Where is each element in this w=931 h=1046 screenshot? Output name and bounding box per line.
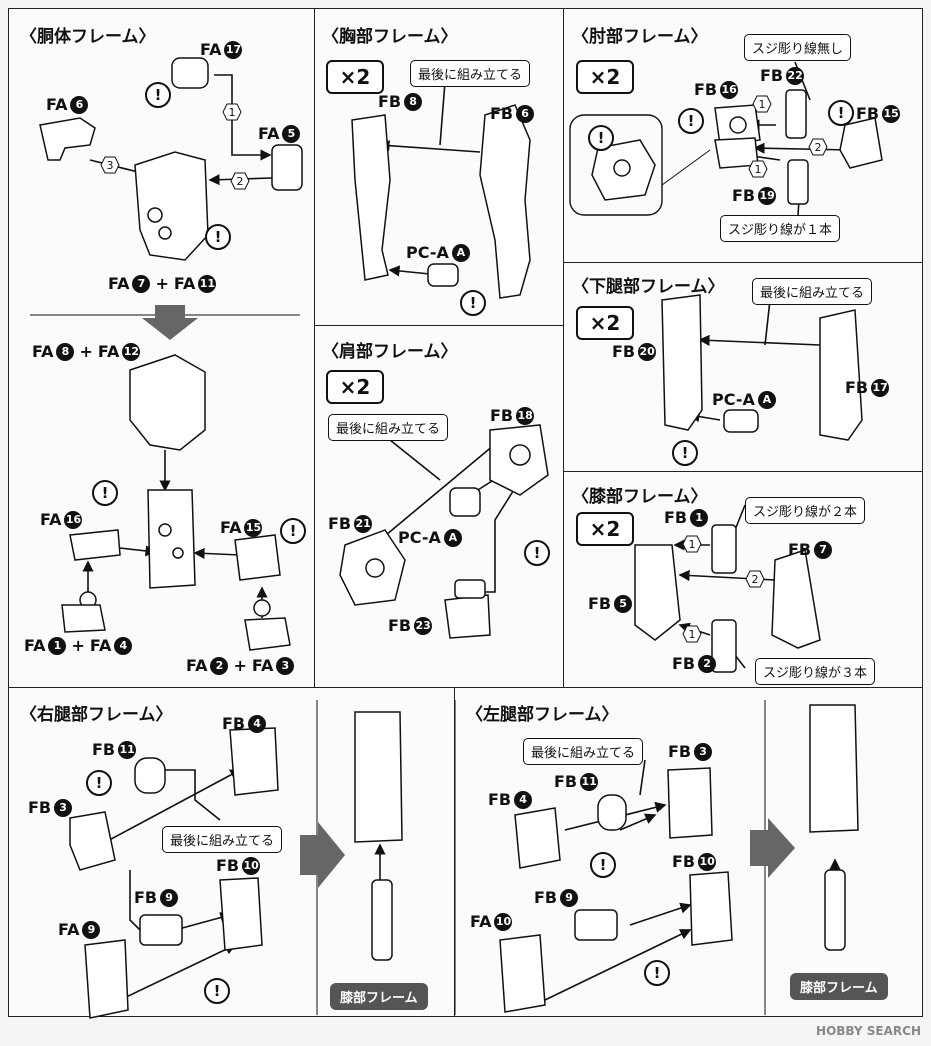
elbow-title: 〈肘部フレーム〉: [572, 27, 708, 47]
rightleg-title: 〈右腿部フレーム〉: [20, 705, 173, 725]
watermark: HOBBY SEARCH: [816, 1024, 921, 1038]
down-arrow-icon: [142, 305, 198, 340]
warning-icon: !: [644, 960, 670, 986]
lowerleg-multiplier: ×2: [576, 306, 634, 340]
step-hex-icon: 2: [808, 138, 828, 156]
chest-multiplier: ×2: [326, 60, 384, 94]
warning-icon: !: [460, 290, 486, 316]
leftleg-knee-tag: 膝部フレーム: [790, 973, 888, 1000]
warning-icon: !: [588, 125, 614, 151]
step-hex-icon: 3: [100, 156, 120, 174]
step-hex-icon: 1: [222, 103, 242, 121]
warning-icon: !: [828, 100, 854, 126]
lowerleg-title: 〈下腿部フレーム〉: [572, 277, 725, 297]
rightleg-callout: 最後に組み立てる: [162, 826, 283, 853]
elbow-callout-top: スジ彫り線無し: [744, 34, 852, 61]
shoulder-multiplier: ×2: [326, 370, 384, 404]
warning-icon: !: [678, 108, 704, 134]
leftleg-title: 〈左腿部フレーム〉: [466, 705, 619, 725]
warning-icon: !: [92, 480, 118, 506]
shoulder-callout: 最後に組み立てる: [328, 414, 449, 441]
torso-title: 〈胴体フレーム〉: [20, 27, 156, 47]
warning-icon: !: [86, 770, 112, 796]
leftleg-callout: 最後に組み立てる: [523, 738, 644, 765]
knee-callout-bottom: スジ彫り線が３本: [755, 658, 876, 685]
step-hex-icon: 1: [752, 95, 772, 113]
lowerleg-callout: 最後に組み立てる: [752, 278, 873, 305]
warning-icon: !: [280, 518, 306, 544]
step-hex-icon: 1: [682, 625, 702, 643]
knee-callout-top: スジ彫り線が２本: [745, 497, 866, 524]
warning-icon: !: [672, 440, 698, 466]
shoulder-title: 〈肩部フレーム〉: [322, 342, 458, 362]
knee-title: 〈膝部フレーム〉: [572, 487, 708, 507]
rightleg-knee-tag: 膝部フレーム: [330, 983, 428, 1010]
warning-icon: !: [205, 224, 231, 250]
warning-icon: !: [524, 540, 550, 566]
step-hex-icon: 2: [230, 172, 250, 190]
warning-icon: !: [590, 852, 616, 878]
warning-icon: !: [145, 82, 171, 108]
step-hex-icon: 1: [748, 160, 768, 178]
chest-callout: 最後に組み立てる: [410, 60, 531, 87]
warning-icon: !: [204, 978, 230, 1004]
knee-multiplier: ×2: [576, 512, 634, 546]
elbow-multiplier: ×2: [576, 60, 634, 94]
step-hex-icon: 1: [682, 535, 702, 553]
step-hex-icon: 2: [745, 570, 765, 588]
elbow-callout-bottom: スジ彫り線が１本: [720, 215, 841, 242]
chest-title: 〈胸部フレーム〉: [322, 27, 458, 47]
